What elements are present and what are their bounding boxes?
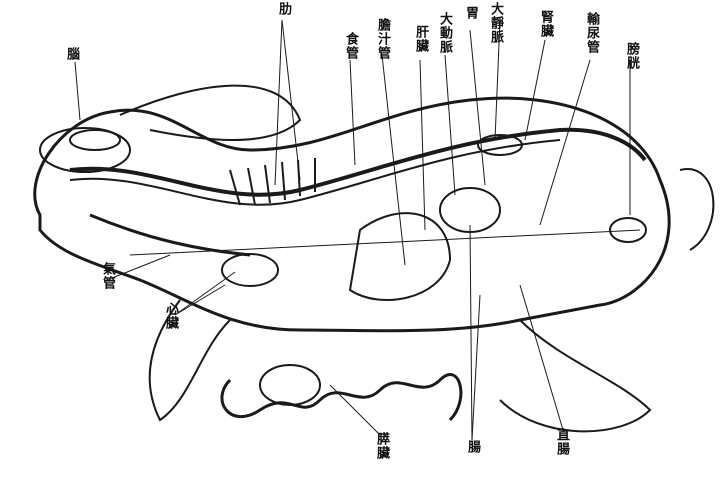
label-ribs: 肋	[276, 2, 290, 16]
midline	[130, 230, 640, 255]
label-heart: 心臟	[163, 302, 177, 330]
tail	[680, 169, 713, 250]
label-vena-cava: 大靜脈	[488, 2, 502, 44]
liver-organ	[350, 213, 450, 300]
label-intestine: 腸	[465, 440, 479, 454]
label-esophagus: 食管	[343, 32, 357, 60]
label-ureter: 輸尿管	[584, 12, 598, 54]
label-bladder: 膀胱	[624, 42, 638, 70]
trachea-tube	[90, 215, 250, 255]
label-rectum: 直腸	[554, 428, 568, 456]
body-outline	[35, 98, 669, 331]
leader-lines	[75, 20, 630, 440]
label-trachea: 氣管	[100, 262, 114, 290]
label-kidney: 腎臟	[538, 10, 552, 38]
pancreas-organ	[260, 365, 320, 405]
label-aorta: 大動脈	[437, 12, 451, 54]
label-liver: 肝臟	[413, 25, 427, 53]
label-stomach: 胃	[463, 6, 477, 20]
label-pancreas: 膵臟	[374, 432, 388, 460]
label-bile-duct: 膽汁管	[375, 18, 389, 60]
brain-mass	[70, 130, 120, 150]
bladder-organ	[610, 218, 646, 242]
intestine-loops	[222, 375, 461, 420]
front-leg	[150, 300, 230, 420]
heart-organ	[222, 254, 278, 286]
hind-leg	[500, 320, 650, 431]
ribs-drawing	[230, 158, 315, 205]
label-brain: 腦	[64, 47, 78, 61]
